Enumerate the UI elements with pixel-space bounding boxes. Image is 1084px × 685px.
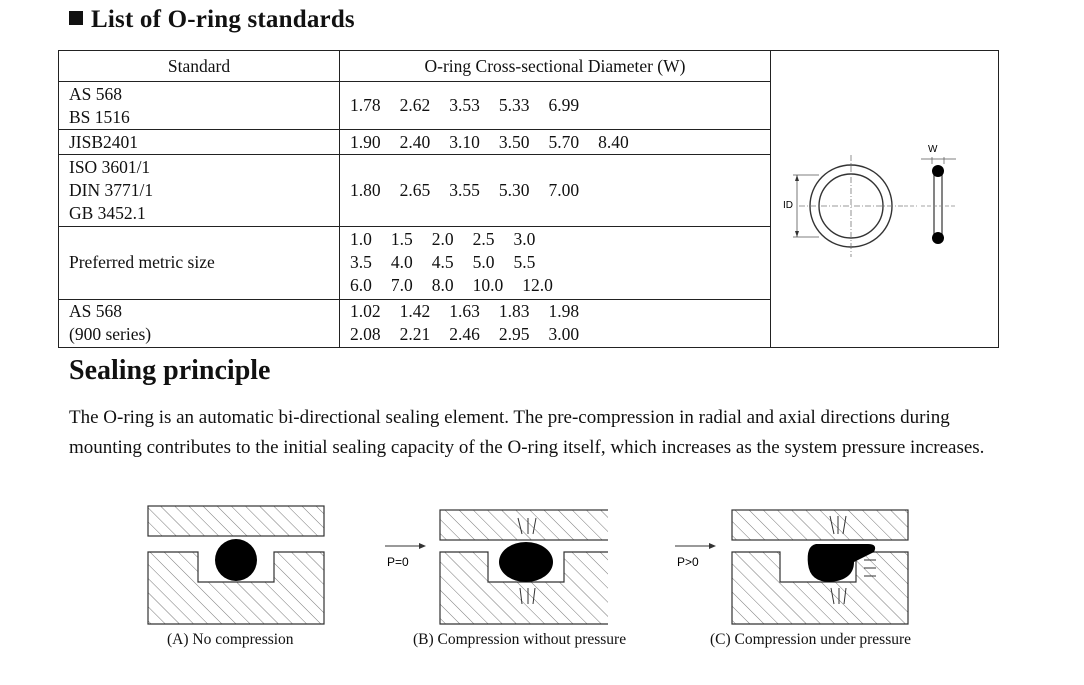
list-heading-text: List of O-ring standards [91, 6, 355, 33]
row-standard: JISB2401 [58, 129, 340, 156]
std-text: ISO 3601/1 [69, 157, 151, 178]
caption-c: (C) Compression under pressure [710, 631, 912, 648]
oring-diagram-cell: ID W [770, 50, 999, 348]
caption-b: (B) Compression without pressure [413, 631, 627, 648]
table-header-row: Standard O-ring Cross-sectional Diameter… [58, 50, 999, 348]
value: 1.90 [350, 131, 381, 152]
row-values: 1.90 2.40 3.10 3.50 5.70 8.40 [339, 129, 771, 156]
std-text: DIN 3771/1 [69, 180, 154, 201]
value: 8.40 [598, 131, 629, 152]
row-values: 1.80 2.65 3.55 5.30 7.00 [339, 154, 771, 228]
table-row: AS 568(900 series) 1.02 1.42 1.63 1.83 1.98 … [58, 298, 999, 348]
value: 3.00 [548, 324, 580, 345]
pressure-label-c: P>0 [677, 555, 699, 569]
value: 2.08 [350, 324, 381, 345]
value: 8.0 [431, 275, 454, 296]
value: 5.70 [548, 131, 580, 152]
w-label: W [928, 144, 938, 155]
value: 3.55 [449, 180, 480, 201]
sealing-heading: Sealing principle [69, 355, 271, 386]
value: 1.0 [350, 229, 372, 250]
std-text: Preferred metric size [69, 252, 215, 273]
pressure-label-b: P=0 [387, 555, 409, 569]
standards-table: Standard O-ring Cross-sectional Diameter… [58, 50, 999, 348]
std-text: GB 3452.1 [69, 203, 146, 224]
value: 2.0 [431, 229, 454, 250]
value: 5.0 [472, 252, 495, 273]
value: 6.99 [548, 95, 580, 116]
sealing-paragraph: The O-ring is an automatic bi-directiona… [69, 407, 985, 458]
value: 2.95 [498, 324, 530, 345]
value: 5.33 [498, 95, 530, 116]
std-text: BS 1516 [69, 106, 130, 127]
value: 10.0 [472, 275, 504, 296]
row-values: 1.0 1.5 2.0 2.5 3.0 3.5 4.0 4.5 5.0 5.5 6.0 7.0 8.… [339, 226, 771, 300]
value: 1.80 [350, 180, 381, 201]
value: 2.62 [399, 95, 431, 116]
value: 2.21 [399, 324, 431, 345]
value: 12.0 [522, 275, 553, 296]
value: 1.83 [498, 301, 530, 322]
value: 3.53 [449, 95, 480, 116]
value: 6.0 [350, 275, 372, 296]
value: 2.40 [399, 131, 431, 152]
value: 4.5 [431, 252, 454, 273]
row-standard: Preferred metric size [58, 226, 340, 300]
std-text: AS 568 [69, 301, 122, 322]
figure-a-no-compression [147, 505, 325, 625]
value: 1.42 [399, 301, 431, 322]
value: 1.98 [548, 301, 580, 322]
value: 3.50 [498, 131, 530, 152]
table-row: JISB2401 1.90 2.40 3.10 3.50 5.70 8.40 [58, 129, 999, 156]
value: 2.5 [472, 229, 495, 250]
id-label: ID [783, 200, 793, 211]
row-values: 1.02 1.42 1.63 1.83 1.98 2.08 2.21 2.46 2.95 3.0… [339, 298, 771, 348]
value: 1.02 [350, 301, 381, 322]
value: 4.0 [390, 252, 413, 273]
value: 7.0 [390, 275, 413, 296]
value: 5.30 [498, 180, 530, 201]
figure-c-compression-under-pressure: P>0 [675, 509, 909, 625]
std-text: (900 series) [69, 324, 152, 345]
value: 7.00 [548, 180, 580, 201]
value: 5.5 [513, 252, 536, 273]
list-heading: List of O-ring standards [69, 6, 355, 34]
caption-a: (A) No compression [167, 631, 294, 648]
figure-b-compression-without-pressure: P=0 [385, 509, 608, 625]
square-bullet-icon [69, 11, 83, 25]
value: 3.10 [449, 131, 480, 152]
std-text: AS 568 [69, 83, 122, 104]
table-row: Preferred metric size 1.0 1.5 2.0 2.5 3.0 3.… [58, 226, 999, 300]
value: 2.65 [399, 180, 431, 201]
value: 1.78 [350, 95, 381, 116]
value: 2.46 [449, 324, 480, 345]
value: 1.5 [390, 229, 413, 250]
value: 3.5 [350, 252, 372, 273]
oring-dimension-diagram: ID W [783, 144, 957, 257]
header-standard: Standard [58, 50, 340, 82]
row-values: 1.78 2.62 3.53 5.33 6.99 [339, 80, 771, 131]
row-standard: AS 568(900 series) [58, 298, 340, 348]
header-diameter: O-ring Cross-sectional Diameter (W) [339, 50, 771, 82]
std-text: JISB2401 [69, 131, 139, 152]
value: 3.0 [513, 229, 536, 250]
value: 1.63 [449, 301, 480, 322]
